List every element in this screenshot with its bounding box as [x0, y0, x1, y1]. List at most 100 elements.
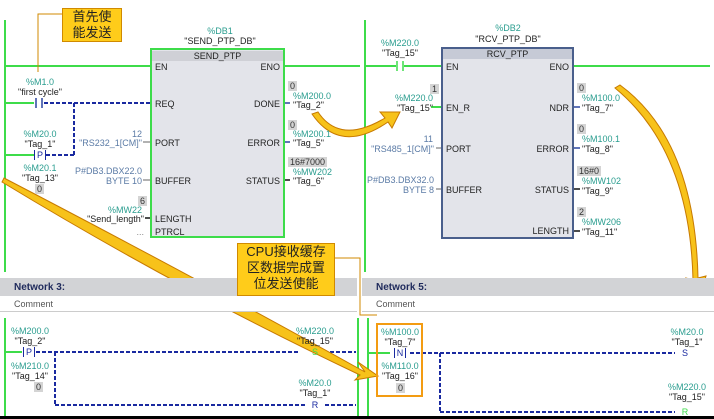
n5-n-contact[interactable]: N [394, 348, 406, 358]
callout-receive-complete: CPU接收缓存 区数据完成置 位发送使能 [237, 243, 335, 296]
req-contact-addr: %M1.0 [25, 77, 54, 87]
send-error-addr: %M200.1 [293, 129, 332, 139]
send-db-addr: %DB1 [207, 26, 233, 36]
n5-coil2-tag: "Tag_15" [669, 392, 705, 402]
n5-aux-tag: "Tag_16" [382, 371, 418, 381]
en-contact-tag: "Tag_15" [382, 48, 418, 58]
send-status-tag: "Tag_6" [293, 176, 324, 186]
recv-error-tag: "Tag_8" [582, 144, 613, 154]
pin-length: LENGTH [155, 214, 192, 224]
pin-length: LENGTH [532, 226, 569, 236]
recv-db-name: "RCV_PTP_DB" [475, 34, 541, 44]
send-port-tag: "RS232_1[CM]" [79, 138, 142, 148]
req-contact-tag: "first cycle" [18, 87, 62, 97]
pin-req: REQ [155, 99, 175, 109]
pin-en-r: EN_R [446, 103, 471, 113]
pin-buffer: BUFFER [446, 185, 482, 195]
recv-length-val: 2 [577, 207, 587, 217]
n5-aux-addr: %M110.0 [381, 361, 419, 371]
pin-status: STATUS [245, 176, 280, 186]
done-addr: %M200.0 [293, 91, 332, 101]
ndr-addr: %M100.0 [582, 93, 621, 103]
pin-en: EN [155, 62, 168, 72]
p-contact-addr: %M20.0 [23, 129, 57, 139]
n3-coil2-tag: "Tag_1" [299, 388, 331, 398]
pin-ndr: NDR [549, 103, 570, 113]
send-buffer-2: BYTE 10 [105, 176, 142, 186]
send-error-tag: "Tag_5" [293, 138, 324, 148]
ndr-tag: "Tag_7" [582, 103, 613, 113]
n3-coil1-addr: %M220.0 [295, 326, 335, 336]
send-length-tag: "Send_length" [87, 214, 144, 224]
send-db-name: "SEND_PTP_DB" [184, 36, 256, 46]
p-contact-aux-val: 0 [35, 184, 45, 194]
n5-reset-coil[interactable]: R [681, 407, 689, 417]
pin-buffer: BUFFER [155, 176, 191, 186]
recv-length-addr: %MW206 [582, 217, 622, 227]
recv-status-val: 16#0 [577, 166, 602, 176]
send-length-val: 6 [138, 196, 148, 206]
n3-aux-addr: %M210.0 [10, 361, 50, 371]
send-buffer-1: P#DB3.DBX22.0 [74, 166, 142, 176]
n3-coil1-tag: "Tag_15" [297, 336, 333, 346]
send-status-val: 16#7000 [288, 157, 328, 167]
n5-set-coil[interactable]: S [681, 348, 688, 358]
p-contact-aux-addr: %M20.1 [23, 163, 57, 173]
recv-block-title: RCV_PTP [443, 49, 572, 59]
pin-done: DONE [253, 99, 280, 109]
n5-coil1-tag: "Tag_1" [671, 337, 703, 347]
network-3-comment[interactable]: Comment [0, 296, 357, 312]
pin-port: PORT [446, 144, 471, 154]
send-block-title: SEND_PTP [152, 51, 283, 61]
send-error-val: 0 [288, 120, 298, 130]
recv-length-tag: "Tag_11" [582, 227, 618, 237]
n3-aux-val: 0 [34, 382, 44, 392]
en-r-tag: "Tag_15" [397, 103, 433, 113]
n3-set-coil[interactable]: S [311, 347, 318, 357]
en-r-addr: %M220.0 [394, 93, 433, 103]
recv-db-addr: %DB2 [495, 23, 521, 33]
pin-eno: ENO [549, 62, 569, 72]
pin-en: EN [446, 62, 459, 72]
pin-ptrcl: PTRCL [155, 227, 185, 237]
pin-port: PORT [155, 138, 180, 148]
ndr-val: 0 [577, 83, 587, 93]
n5-contact-addr: %M100.0 [380, 327, 420, 337]
send-port-val: 12 [131, 129, 142, 139]
n5-contact-tag: "Tag_7" [384, 337, 416, 347]
pin-status: STATUS [534, 185, 569, 195]
send-status-addr: %MW202 [293, 167, 333, 177]
n3-coil2-addr: %M20.0 [298, 378, 332, 388]
n5-coil2-addr: %M220.0 [667, 382, 707, 392]
p-contact-tag: "Tag_1" [24, 139, 56, 149]
recv-buffer-2: BYTE 8 [402, 185, 434, 195]
callout-first-send: 首先使 能发送 [62, 8, 122, 42]
recv-status-addr: %MW102 [582, 176, 622, 186]
done-tag: "Tag_2" [293, 100, 324, 110]
recv-status-tag: "Tag_9" [582, 186, 613, 196]
done-val: 0 [288, 81, 298, 91]
recv-error-val: 0 [577, 124, 587, 134]
send-ptrcl: ... [136, 227, 144, 237]
p-contact-aux-tag: "Tag_13" [22, 173, 58, 183]
en-contact-addr: %M220.0 [380, 38, 420, 48]
n3-aux-tag: "Tag_14" [12, 371, 48, 381]
rcv-ptp-block[interactable]: RCV_PTP EN EN_R PORT BUFFER ENO NDR ERRO… [441, 47, 574, 239]
n3-p-contact[interactable]: P [23, 347, 35, 357]
pin-eno: ENO [260, 62, 280, 72]
send-ptp-block[interactable]: SEND_PTP EN REQ PORT BUFFER LENGTH PTRCL… [150, 48, 285, 238]
n3-contact-tag: "Tag_2" [14, 336, 46, 346]
recv-buffer-1: P#DB3.DBX32.0 [366, 175, 434, 185]
network-5-header[interactable]: Network 5: [362, 278, 714, 296]
n3-reset-coil[interactable]: R [311, 400, 319, 410]
network-5-comment[interactable]: Comment [362, 296, 714, 312]
recv-port-tag: "RS485_1[CM]" [371, 144, 434, 154]
recv-error-addr: %M100.1 [582, 134, 621, 144]
highlight-box [376, 323, 423, 397]
p-contact[interactable]: P [34, 150, 46, 160]
pin-error: ERROR [536, 144, 569, 154]
pin-error: ERROR [247, 138, 280, 148]
recv-port-val: 11 [423, 134, 433, 144]
n5-coil1-addr: %M20.0 [670, 327, 704, 337]
n3-contact-addr: %M200.0 [10, 326, 50, 336]
